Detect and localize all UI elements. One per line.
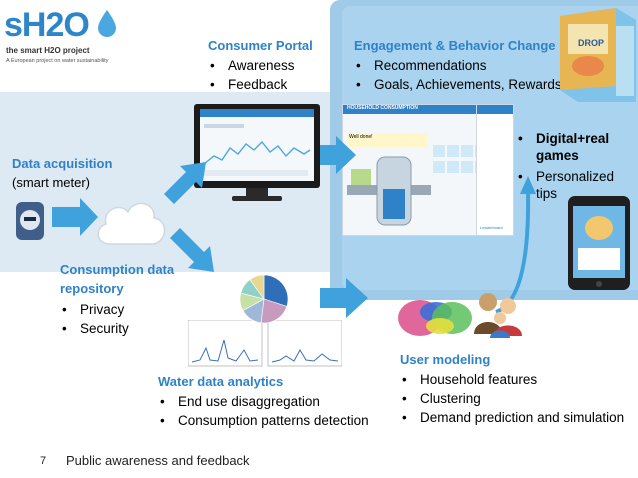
svg-text:DROP: DROP [578, 38, 604, 48]
smart-meter-icon [16, 202, 44, 240]
smartphone-image [568, 196, 630, 290]
list-item: Consumption patterns detection [158, 411, 369, 430]
arrow-meter-to-cloud [52, 198, 98, 236]
user-modeling-list: Household features Clustering Demand pre… [400, 370, 624, 427]
list-item: Feedback [208, 75, 295, 94]
list-item: End use disaggregation [158, 392, 369, 411]
arrow-analytics-to-modeling [320, 278, 368, 318]
games-list: Digital+real games [516, 130, 626, 164]
arrow-cloud-to-analytics [170, 228, 214, 272]
screenshot-header-bar: HOUSEHOLD CONSUMPTION [343, 105, 513, 114]
sh2o-logo: sH2O the smart H2O project A European pr… [4, 6, 124, 70]
data-acquisition-title: Data acquisition [12, 156, 113, 171]
list-item: Personalized tips [516, 168, 626, 202]
repository-list: Privacy Security [60, 300, 129, 338]
pie-slice [249, 274, 265, 300]
consumer-portal-list: Awareness Feedback [208, 56, 295, 94]
cloud-icon [97, 202, 166, 245]
logo-tagline: A European project on water sustainabili… [6, 58, 109, 64]
desktop-monitor-image [194, 104, 320, 201]
engagement-list: Recommendations Goals, Achievements, Rew… [354, 56, 562, 94]
user-modeling-title: User modeling [400, 352, 491, 367]
repository-title-line2: repository [60, 281, 124, 296]
consumer-portal-title: Consumer Portal [208, 38, 313, 53]
house-illustration-image [347, 156, 431, 226]
list-item: Household features [400, 370, 624, 389]
water-drop-icon [98, 10, 116, 37]
list-item: Privacy [60, 300, 129, 319]
clustering-scatter-image [398, 300, 472, 336]
tips-list: Personalized tips [516, 168, 626, 202]
arrow-cloud-to-portal [164, 162, 206, 204]
logo-text: sH2O [4, 6, 90, 44]
logo-subtitle: the smart H2O project [6, 46, 90, 55]
screenshot-message: Well done! [347, 133, 427, 147]
footer-caption: Public awareness and feedback [66, 453, 250, 468]
usage-pie-chart [239, 274, 289, 324]
pie-slice [263, 274, 289, 307]
page-number: 7 [40, 455, 47, 467]
list-item: Awareness [208, 56, 295, 75]
list-item: Goals, Achievements, Rewards [354, 75, 562, 94]
arrow-portal-to-engagement [320, 136, 356, 174]
screenshot-leaderboard-link: Leaderboard [480, 225, 503, 230]
household-people-icon [474, 293, 522, 338]
analytics-list: End use disaggregation Consumption patte… [158, 392, 369, 430]
consumption-timeseries-image [188, 320, 342, 367]
list-item: Recommendations [354, 56, 562, 75]
screenshot-header: HOUSEHOLD CONSUMPTION [347, 105, 418, 111]
board-game-box-image: DROP [560, 8, 636, 102]
list-item: Security [60, 319, 129, 338]
analytics-title: Water data analytics [158, 374, 284, 389]
engagement-title: Engagement & Behavior Change [354, 38, 556, 53]
list-item: Clustering [400, 389, 624, 408]
pie-slice [260, 298, 288, 324]
screenshot-sidebar: Leaderboard [476, 104, 514, 236]
repository-title-line1: Consumption data [60, 262, 175, 277]
list-item: Digital+real games [516, 130, 626, 164]
list-item: Demand prediction and simulation [400, 408, 624, 427]
data-acquisition-subtitle: (smart meter) [12, 175, 90, 190]
